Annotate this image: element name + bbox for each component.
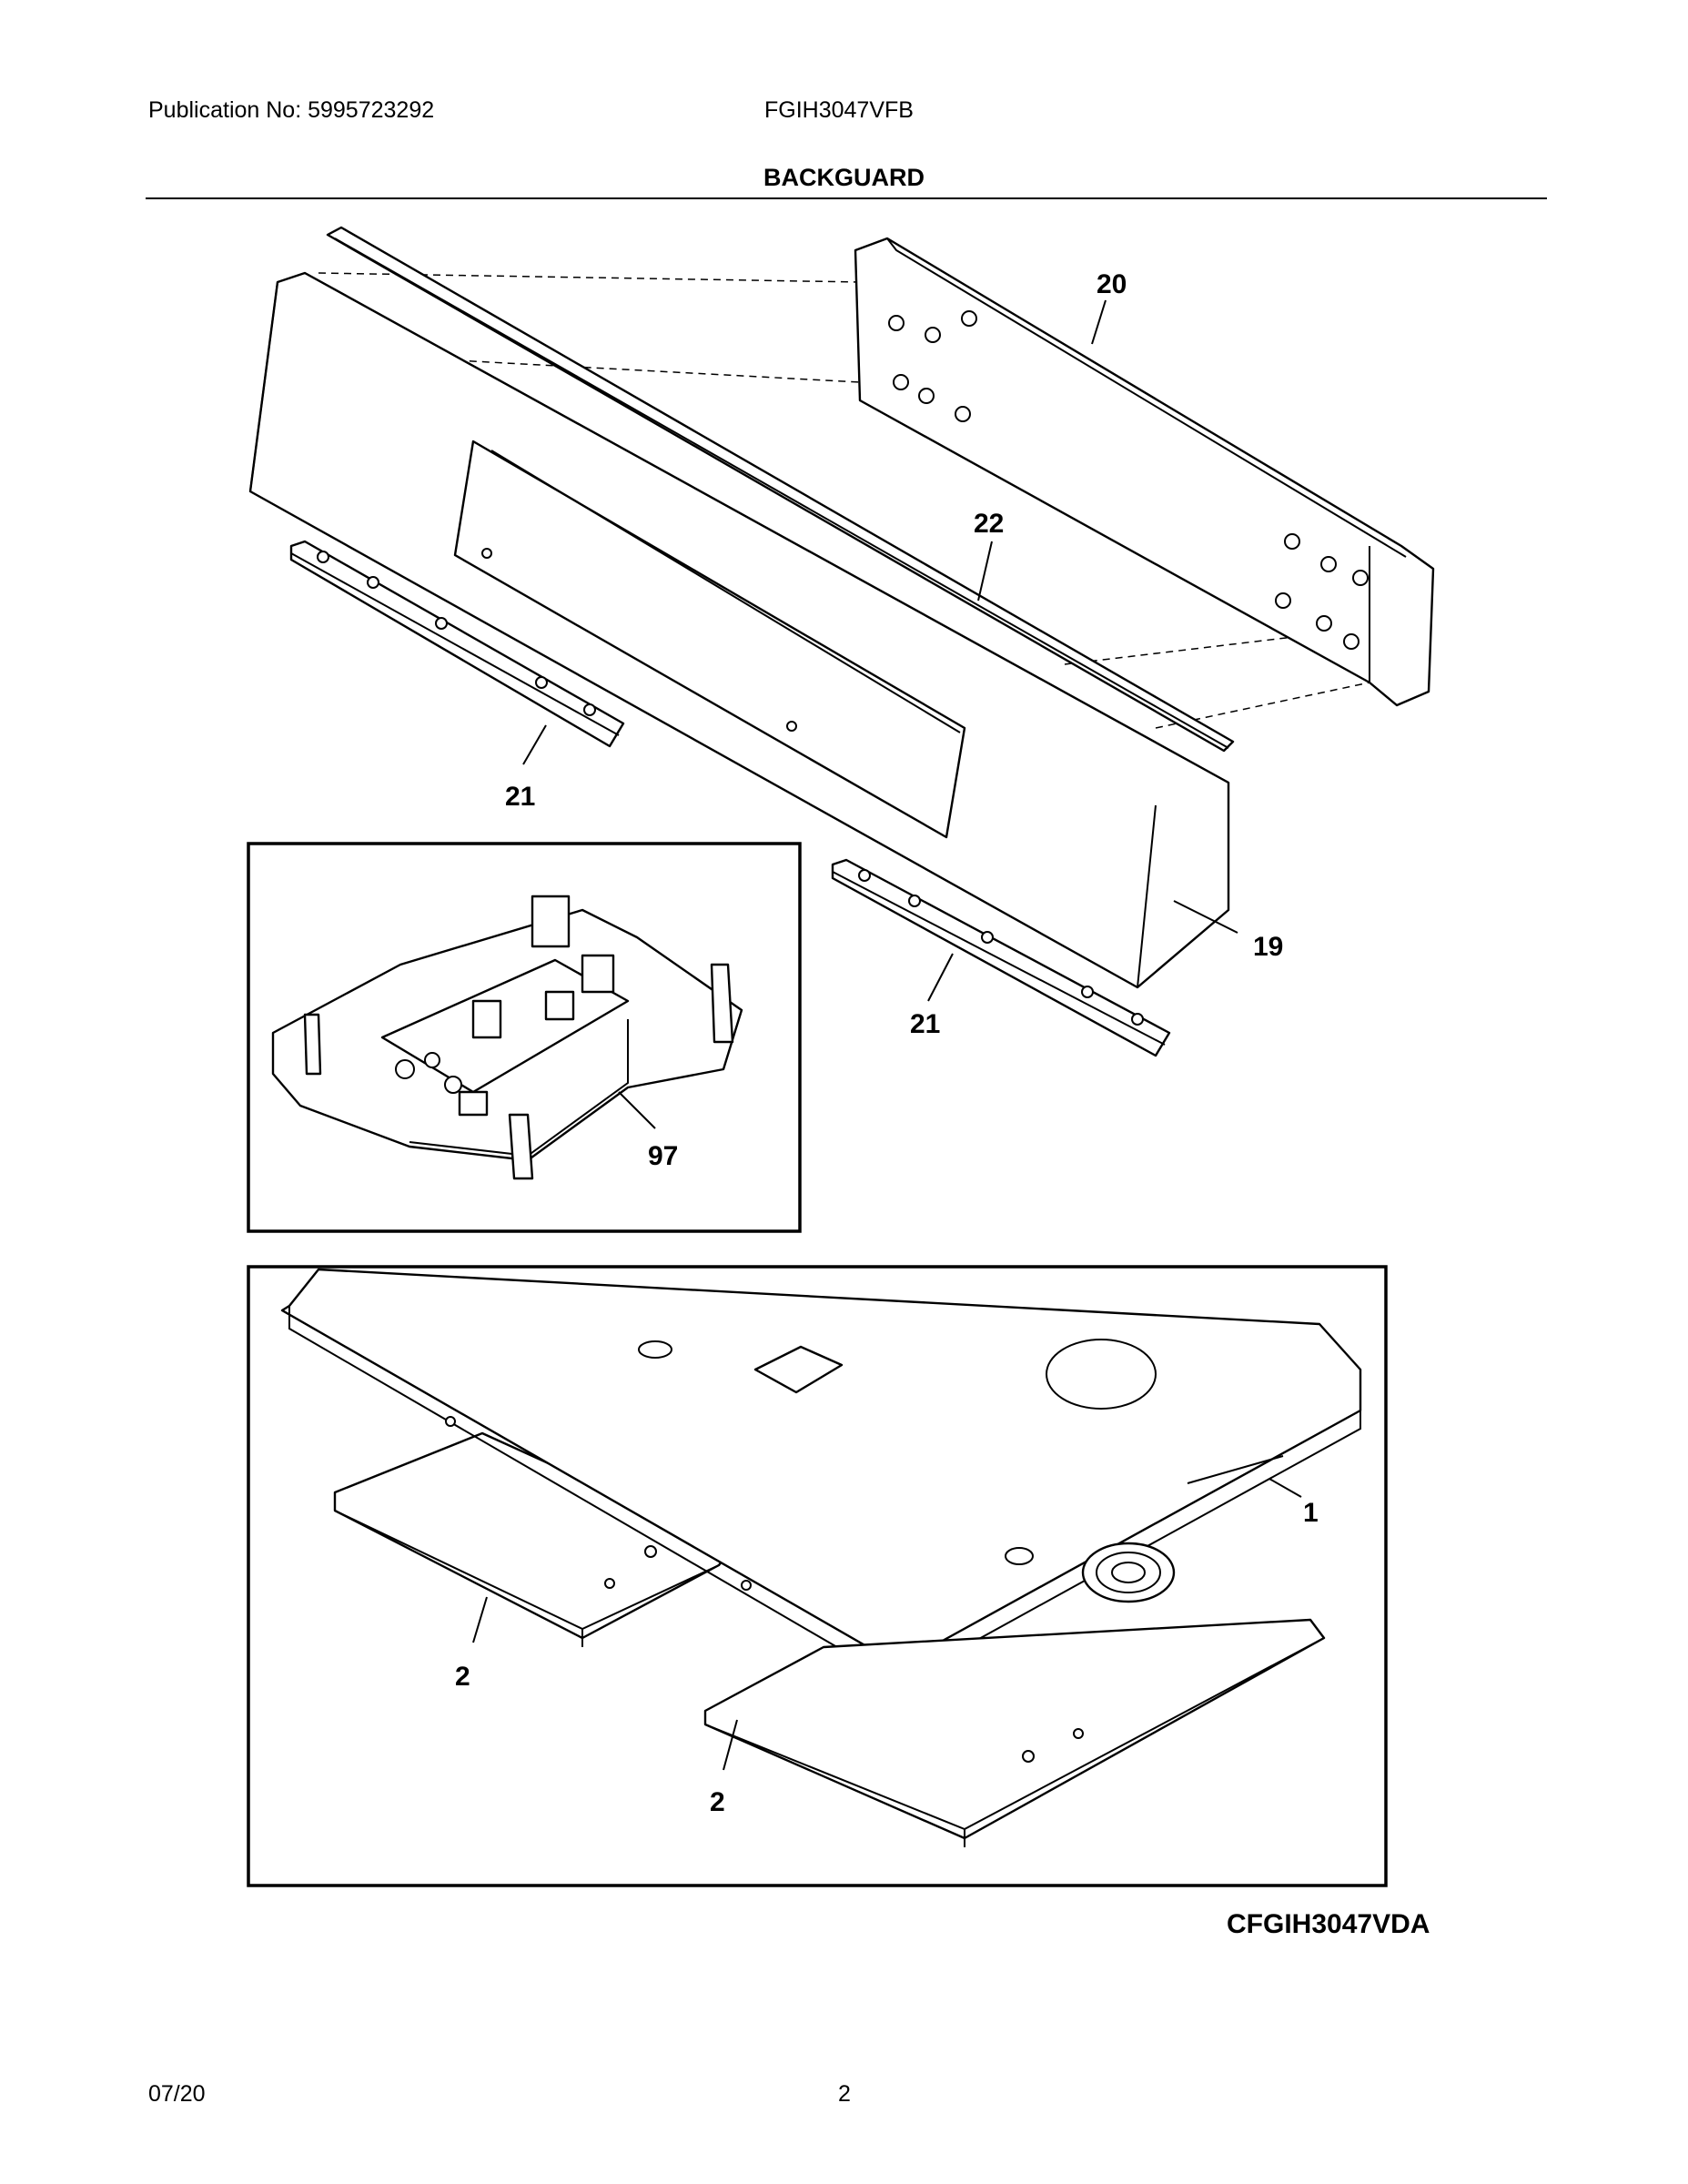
callout-20: 20 <box>1097 269 1127 299</box>
backguard-housing-part-19[interactable] <box>248 271 1230 989</box>
backguard-assembly: 20 22 21 19 21 <box>248 226 1435 1057</box>
callout-2-left: 2 <box>455 1662 470 1692</box>
fan <box>1081 1542 1176 1603</box>
trim-strip-part-22[interactable] <box>326 226 1235 753</box>
callout-21-lower: 21 <box>910 1009 940 1039</box>
publication-number: Publication No: 5995723292 <box>148 97 435 123</box>
diagram-code: CFGIH3047VDA <box>1227 1909 1430 1939</box>
header-rule <box>146 197 1547 199</box>
publication-date: 07/20 <box>148 2081 206 2107</box>
callout-1: 1 <box>1303 1498 1319 1528</box>
control-board-inset: 97 <box>247 842 802 1233</box>
generator-board-part-2-right[interactable] <box>703 1618 1326 1847</box>
mounting-rail-part-21-upper[interactable] <box>289 540 625 748</box>
generator-board-part-2-left[interactable] <box>333 1431 734 1647</box>
callout-2-right: 2 <box>710 1787 725 1817</box>
model-number: FGIH3047VFB <box>764 97 914 123</box>
power-board-part-97[interactable] <box>271 895 743 1180</box>
callout-22: 22 <box>974 509 1004 539</box>
chassis-frame: 1 2 2 <box>247 1265 1388 1887</box>
page-number: 2 <box>838 2081 851 2107</box>
callout-21-upper: 21 <box>505 782 535 812</box>
callout-19: 19 <box>1253 932 1283 962</box>
control-board-part-20[interactable] <box>854 237 1435 707</box>
callout-97: 97 <box>648 1141 678 1171</box>
page-title: BACKGUARD <box>763 164 925 191</box>
mounting-rail-part-21-lower[interactable] <box>831 858 1171 1057</box>
